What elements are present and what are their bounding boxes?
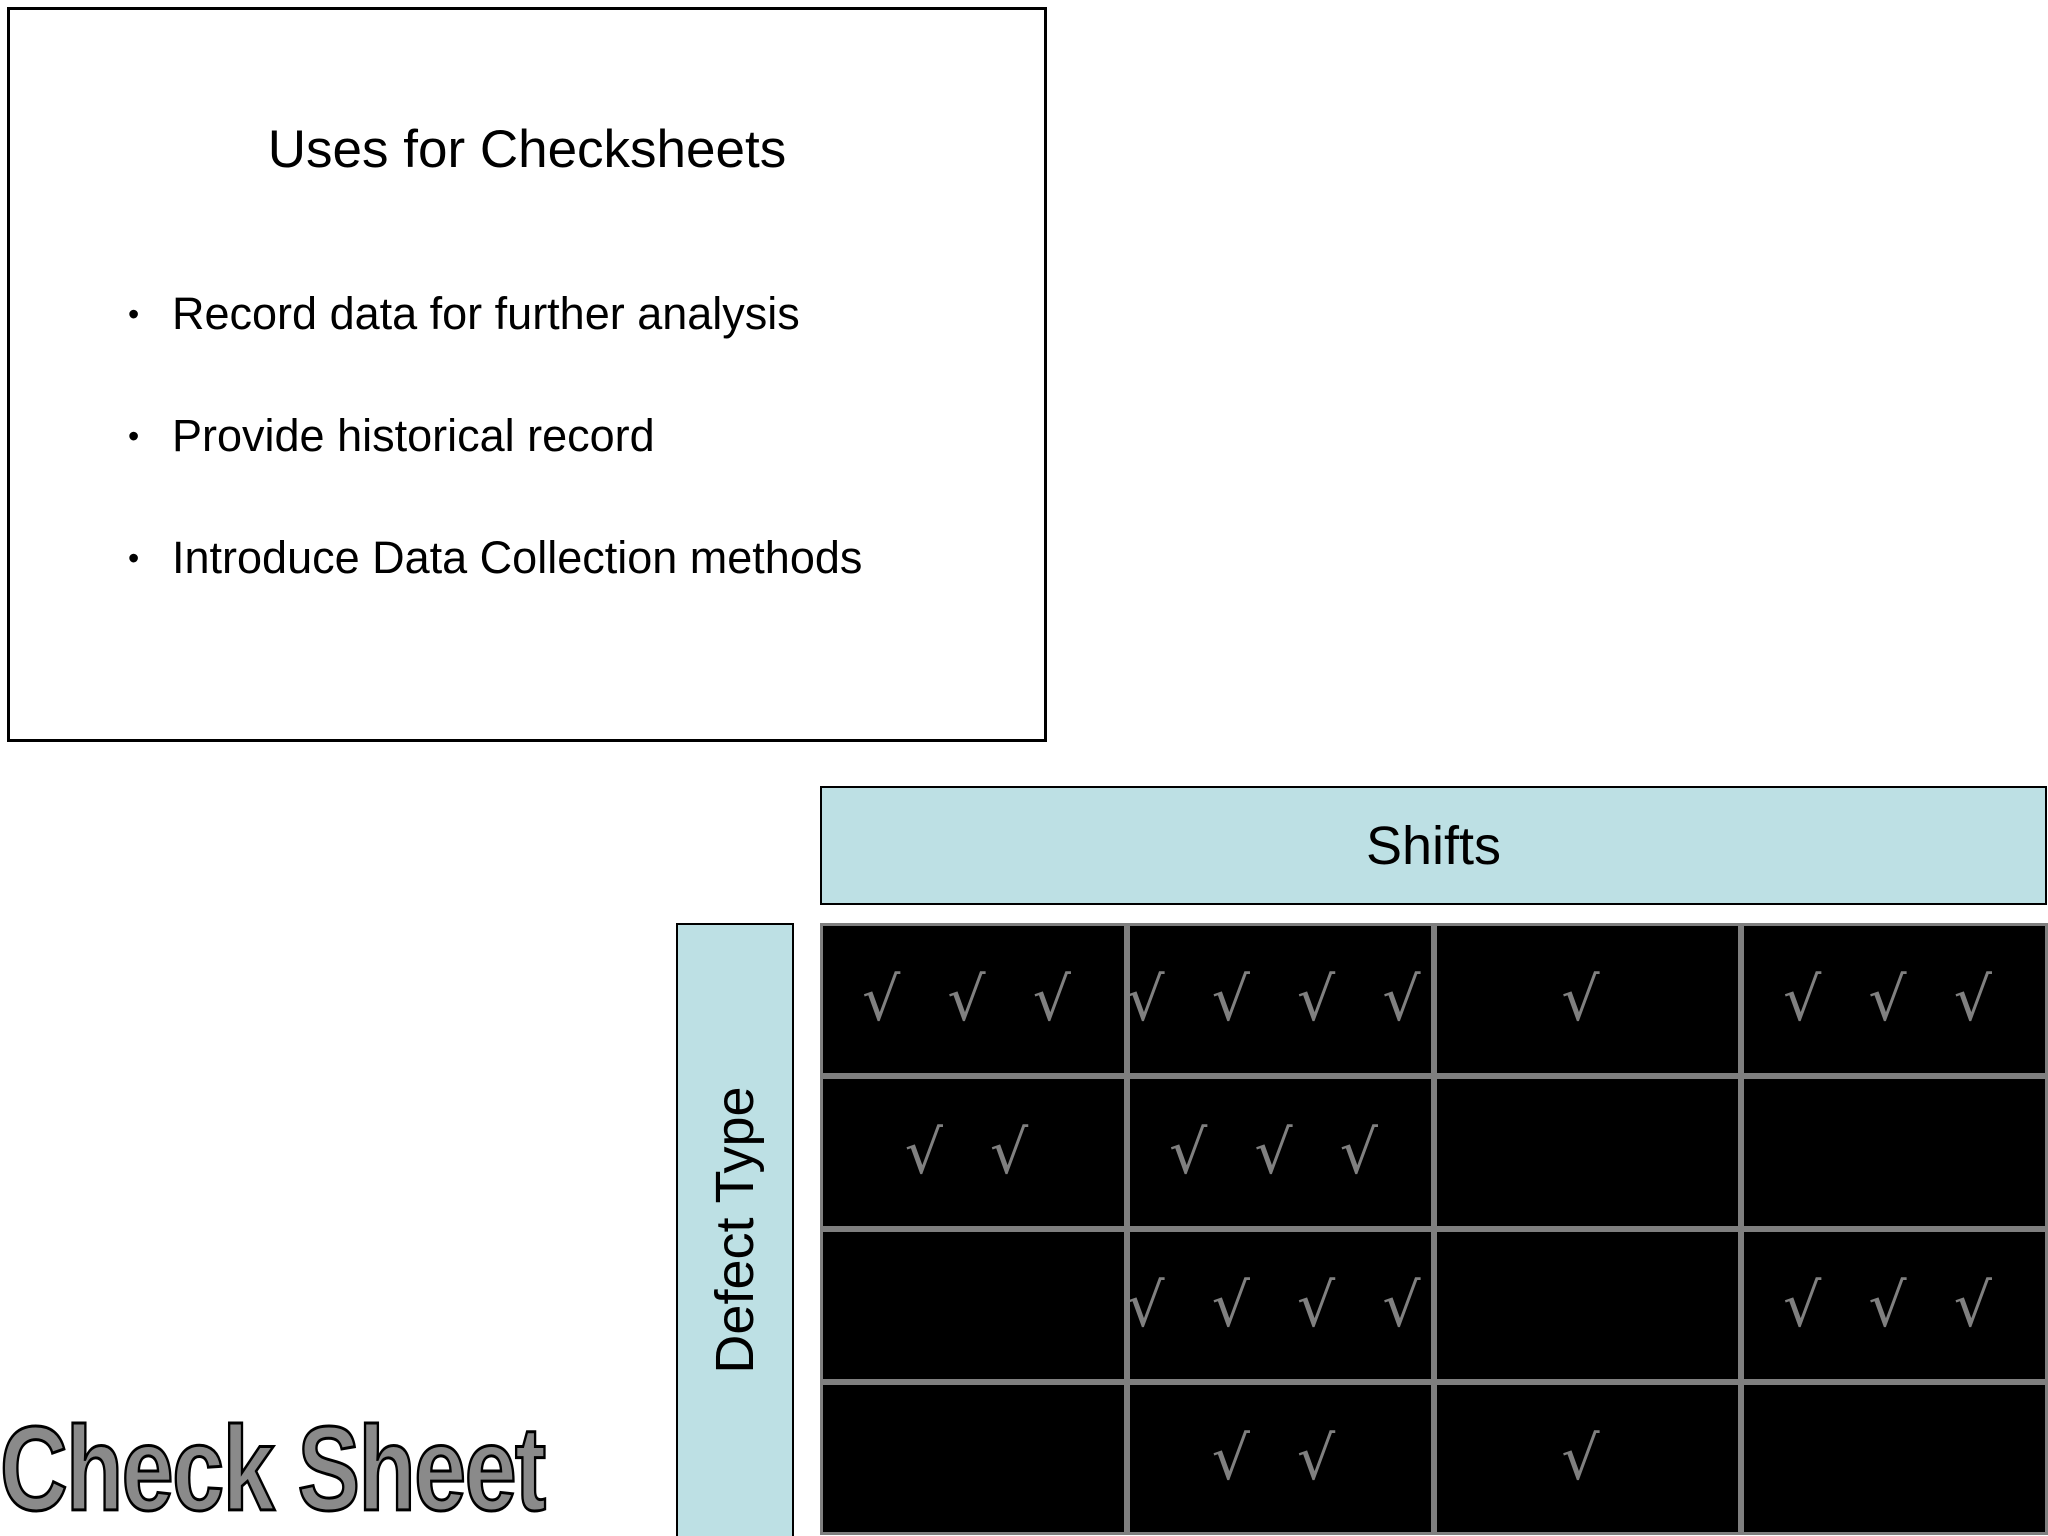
grid-cell: √ √ (820, 1076, 1127, 1229)
grid-cell (1741, 1076, 2048, 1229)
uses-box: Uses for Checksheets • Record data for f… (7, 7, 1047, 742)
grid-cell: √ √ √ (1741, 1229, 2048, 1382)
grid-cell: √ √ √ √ (1126, 923, 1434, 1076)
uses-item: • Introduce Data Collection methods (122, 529, 862, 587)
grid-cell: √ √ √ √ (1126, 1229, 1434, 1382)
grid-cell: √ √ (1127, 1382, 1434, 1535)
uses-item-text: Introduce Data Collection methods (172, 532, 863, 583)
grid-cell (1434, 1229, 1741, 1382)
defect-type-header: Defect Type (676, 923, 794, 1536)
bullet-icon: • (128, 540, 140, 576)
bullet-icon: • (128, 296, 140, 332)
grid-cell (820, 1382, 1127, 1535)
grid-cell: √ √ √ (1741, 923, 2048, 1076)
grid-cell: √ (1434, 923, 1741, 1076)
uses-title: Uses for Checksheets (267, 120, 787, 179)
bullet-icon: • (128, 418, 140, 454)
grid-cell: √ √ √ (820, 923, 1127, 1076)
grid-row: √ √ √ (820, 1382, 2048, 1535)
grid-row: √ √ √ √ √ (820, 1076, 2048, 1229)
uses-list: • Record data for further analysis • Pro… (122, 285, 862, 651)
defect-type-label: Defect Type (705, 1086, 765, 1374)
uses-item: • Provide historical record (122, 407, 862, 465)
check-sheet-title: Check Sheet (0, 1401, 547, 1536)
grid-cell (1434, 1076, 1741, 1229)
grid-cell: √ √ √ (1127, 1076, 1434, 1229)
uses-item: • Record data for further analysis (122, 285, 862, 343)
grid-cell (1741, 1382, 2048, 1535)
check-grid: √ √ √ √ √ √ √ √ √ √ √ √ √ √ √ √ √ √ √ √ … (820, 923, 2048, 1536)
grid-cell (820, 1229, 1127, 1382)
shifts-header: Shifts (820, 786, 2047, 905)
grid-row: √ √ √ √ √ √ √ √ √ √ √ (820, 923, 2048, 1076)
grid-row: √ √ √ √ √ √ √ (820, 1229, 2048, 1382)
uses-item-text: Record data for further analysis (172, 288, 800, 339)
grid-cell: √ (1434, 1382, 1741, 1535)
uses-item-text: Provide historical record (172, 410, 655, 461)
